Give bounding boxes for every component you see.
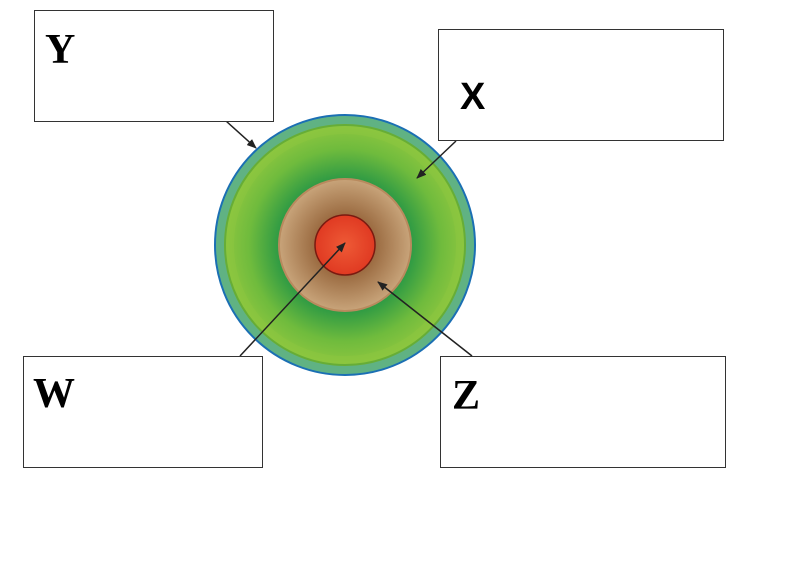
label-box-y: Y [34, 10, 274, 122]
arrow-w [239, 242, 346, 357]
label-box-x: X [438, 29, 724, 141]
arrow-y [225, 120, 257, 149]
arrow-x [416, 140, 457, 179]
label-box-w: W [23, 356, 263, 468]
mantle-highlight [216, 116, 474, 374]
label-w: W [33, 371, 75, 417]
label-y: Y [45, 27, 76, 73]
label-box-z: Z [440, 356, 726, 468]
arrow-z [377, 281, 473, 357]
label-x: X [460, 76, 486, 118]
label-z: Z [452, 373, 481, 419]
